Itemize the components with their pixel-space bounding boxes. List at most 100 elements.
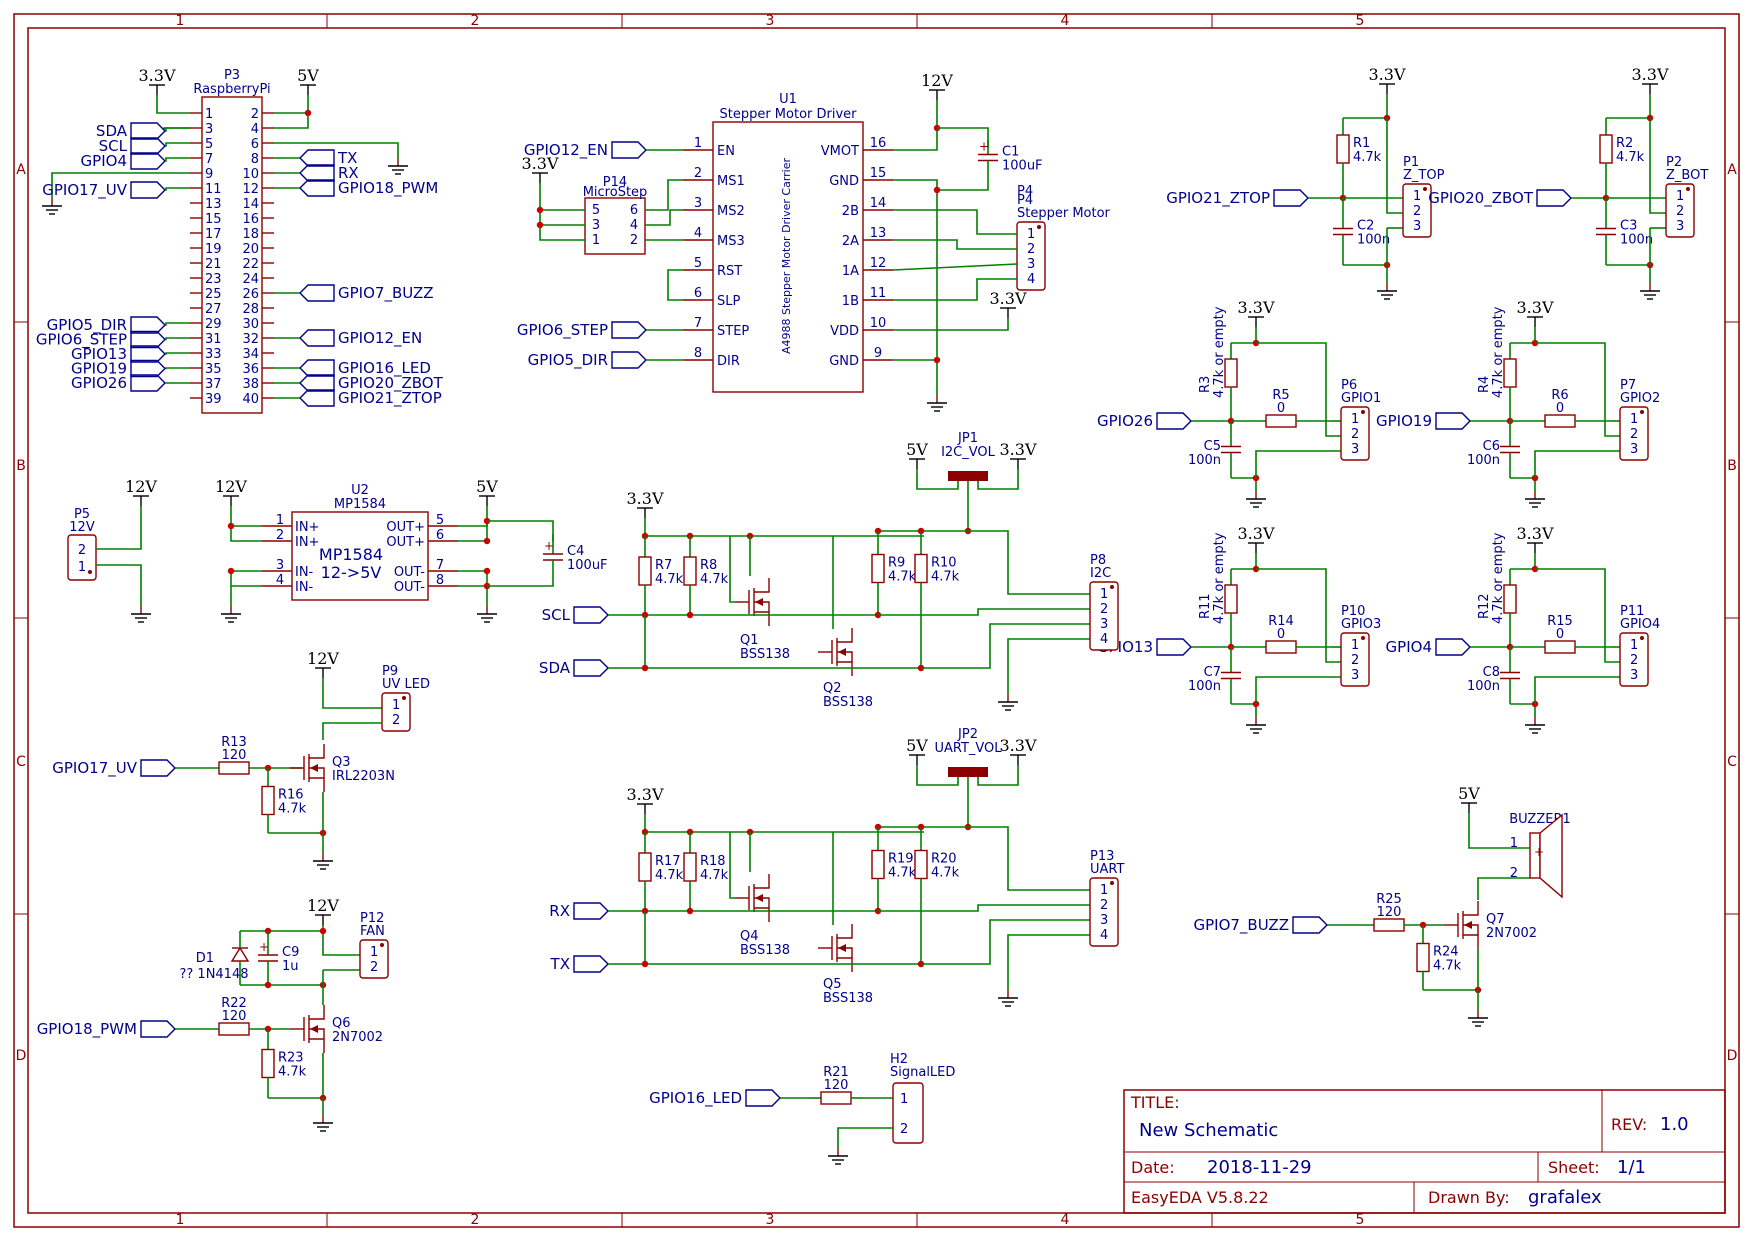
driver-ref: U1 — [779, 92, 797, 107]
resistor-value: 4.7k — [655, 868, 684, 883]
resistor-value: 4.7k — [278, 802, 307, 817]
wire — [230, 570, 262, 606]
pin1-marker-icon — [1361, 410, 1365, 414]
power-label: 3.3V — [1369, 65, 1406, 84]
wire — [893, 278, 1017, 301]
net-label: GPIO19 — [71, 360, 127, 378]
junction-dot — [227, 522, 235, 530]
net-flag-icon — [130, 330, 166, 349]
wire — [1606, 264, 1651, 283]
net-flag-icon — [1435, 412, 1471, 430]
resistor-ref: R17 — [655, 854, 681, 869]
pin-number: 14 — [870, 196, 887, 211]
connector-name: Stepper Motor — [1017, 206, 1111, 221]
rpi-ref: P3 — [224, 68, 240, 83]
pin-number: 26 — [242, 287, 259, 302]
pin-number: 3 — [1676, 219, 1684, 234]
resistor-icon — [1544, 414, 1576, 428]
power-label: 3.3V — [1238, 298, 1275, 317]
mosfet-ref: Q5 — [823, 977, 842, 992]
pin-number: 6 — [694, 286, 702, 301]
wire — [1477, 877, 1530, 900]
wire — [539, 183, 585, 241]
pin-number: 18 — [242, 227, 259, 242]
pin-number: 7 — [205, 152, 213, 167]
pin1-marker-icon — [88, 570, 92, 574]
net-flag-icon — [130, 181, 166, 199]
net-label: RX — [549, 902, 570, 920]
power-label: 12V — [125, 477, 157, 496]
capacitor-ref: C8 — [1483, 665, 1500, 680]
net-flag-icon — [140, 1020, 176, 1038]
pin-number: 5 — [694, 256, 702, 271]
microstep-name: MicroStep — [583, 185, 648, 200]
net-flag-icon — [130, 374, 166, 392]
resistor-value: 4.7k — [888, 866, 917, 881]
resistor-ref: R8 — [700, 558, 717, 573]
connector-ref: P12 — [360, 911, 384, 926]
mosfet-drain-icon — [309, 1005, 325, 1020]
jumper-ref: JP2 — [957, 727, 978, 742]
power-label: 12V — [307, 649, 339, 668]
zone-row-left: A — [16, 162, 26, 178]
pin-number: 22 — [242, 257, 259, 272]
pin-name: OUT- — [394, 565, 425, 580]
pin-number: 25 — [205, 287, 222, 302]
mosfet-drain-icon — [1463, 901, 1479, 916]
net-flag-icon — [299, 329, 335, 347]
resistor-value: 4.7k — [1616, 150, 1645, 165]
zone-col-bottom: 5 — [1356, 1212, 1365, 1228]
pin-number: 8 — [436, 573, 444, 588]
zone-col-top: 4 — [1061, 13, 1070, 29]
gpio-connector — [1619, 632, 1649, 687]
pin-number: 3 — [1100, 913, 1108, 928]
wire — [1255, 676, 1341, 704]
wire — [487, 580, 554, 587]
connector-name: UART — [1090, 862, 1124, 877]
net-label: GPIO6_STEP — [36, 331, 127, 350]
pin-number: 15 — [870, 166, 887, 181]
connector-ref: H2 — [890, 1052, 908, 1067]
pin-name: MS3 — [717, 234, 745, 249]
resistor-icon — [638, 556, 652, 586]
sheet-label: Sheet: — [1548, 1158, 1600, 1177]
wire — [458, 570, 488, 606]
resistor-icon — [1224, 358, 1238, 388]
capacitor-value: 100n — [1467, 453, 1500, 468]
u2-body-text: 12->5V — [321, 563, 382, 582]
pin-number: 3 — [1351, 442, 1359, 457]
connector-ref: P4 — [1017, 193, 1033, 208]
wire — [968, 530, 1090, 595]
mosfet-ref: Q7 — [1486, 912, 1505, 927]
pin-name: SLP — [717, 294, 740, 309]
pin-number: 35 — [205, 362, 222, 377]
pin-number: 11 — [205, 182, 222, 197]
zone-col-top: 3 — [766, 13, 775, 29]
pin-number: 10 — [870, 316, 887, 331]
pin-number: 23 — [205, 272, 222, 287]
resistor-icon — [914, 553, 928, 584]
net-label: GPIO7_BUZZ — [338, 284, 434, 303]
wire — [667, 269, 683, 301]
wire — [892, 263, 1018, 271]
junction-dot — [264, 981, 272, 989]
wire — [1510, 477, 1536, 491]
capacitor-ref: C1 — [1002, 145, 1019, 160]
p5-name: 12V — [69, 520, 95, 535]
pin-number: 1 — [1351, 412, 1359, 427]
signal-led-connector — [892, 1082, 924, 1144]
wire — [458, 506, 488, 527]
resistor-icon — [1503, 584, 1517, 614]
mosfet-drain-icon — [837, 924, 853, 939]
pin-number: 20 — [242, 242, 259, 257]
p5-ref: P5 — [74, 507, 90, 522]
net-flag-icon — [130, 316, 166, 334]
pin-number: 6 — [630, 203, 638, 218]
pin-number: 8 — [694, 346, 702, 361]
wire — [1007, 638, 1090, 694]
pin-number: 1 — [1676, 189, 1684, 204]
wire — [878, 904, 1090, 912]
mosfet-body-icon — [754, 601, 770, 612]
